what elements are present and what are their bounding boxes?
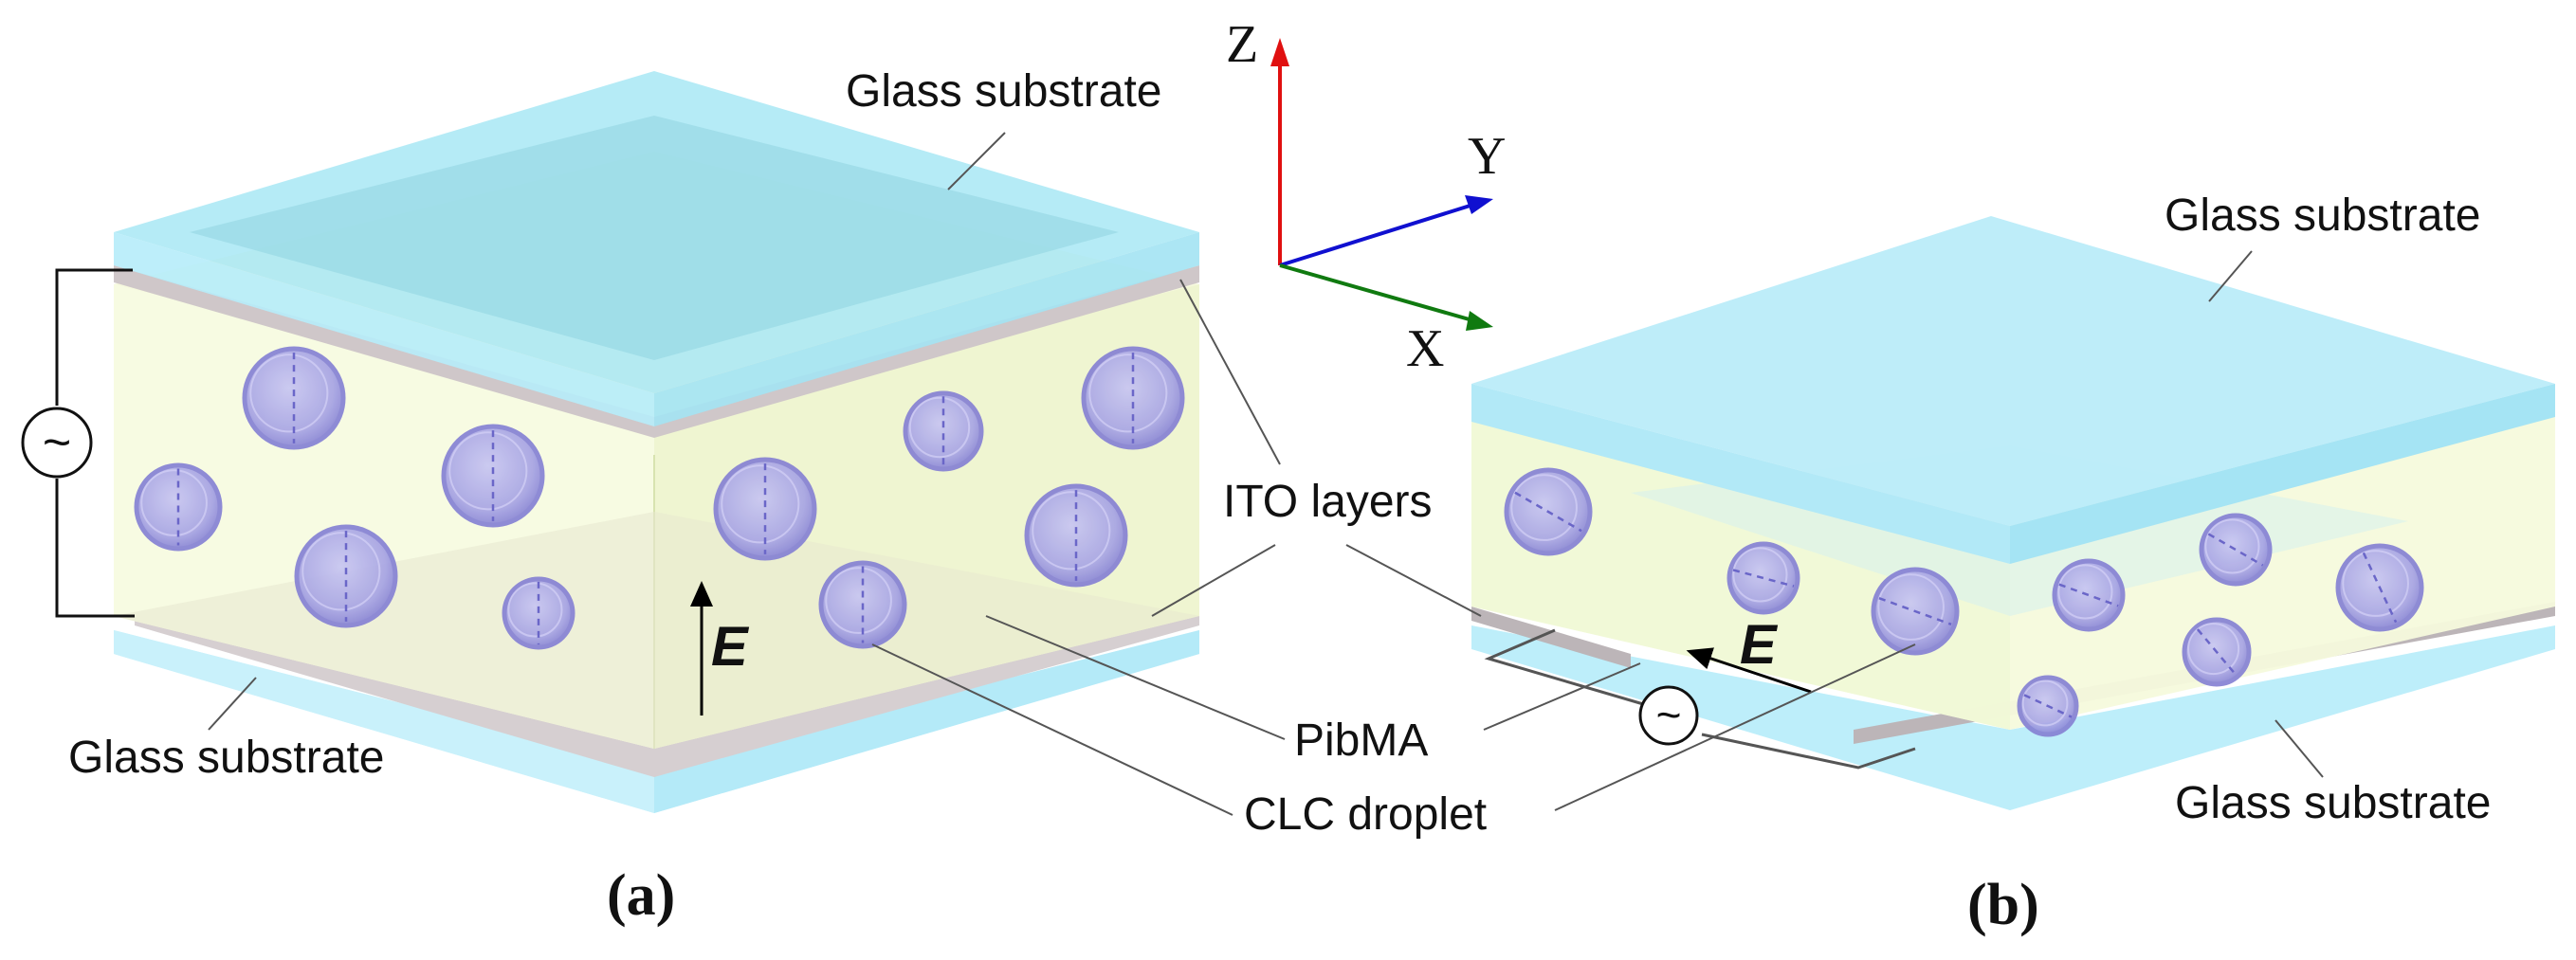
droplet-label: CLC droplet	[1244, 789, 1487, 840]
top-glass-label-a: Glass substrate	[846, 66, 1161, 117]
y-axis	[1279, 201, 1480, 267]
ac-source-symbol-b: ~	[1656, 690, 1682, 739]
droplet-leader-b	[1554, 643, 1916, 811]
droplet-group-b	[1504, 467, 2424, 737]
pibma-leader-b	[1483, 662, 1641, 731]
shared-labels: ITO layers PibMA CLC droplet	[871, 279, 1916, 840]
panel-a: ~ E Glass substrate Glass substrate (a)	[21, 66, 1199, 928]
clc-droplet-b-4	[2052, 558, 2126, 632]
ac-source-b	[1638, 685, 1699, 746]
bottom-glass-leader-a	[208, 677, 257, 731]
field-label-a: E	[711, 616, 750, 678]
clc-droplet-a-3	[441, 424, 545, 528]
droplet-leader-a	[871, 643, 1233, 816]
ito-leader-b	[1345, 544, 1482, 617]
clc-droplet-a-1	[242, 346, 346, 450]
ito-leader-a-top	[1179, 279, 1281, 465]
pibma-label: PibMA	[1294, 715, 1428, 766]
bottom-glass-label-a: Glass substrate	[68, 733, 384, 783]
clc-droplet-b-3	[1871, 567, 1960, 656]
droplet-group-a	[134, 346, 1185, 650]
field-arrow-b: E	[1686, 614, 1812, 694]
panel-b: ~ E Glass substrate Glass substrate (b)	[1471, 190, 2555, 937]
panel-caption-b: (b)	[1967, 873, 2039, 937]
z-axis-label: Z	[1226, 15, 1258, 74]
top-glass-label-b: Glass substrate	[2165, 190, 2480, 241]
clc-droplet-a-2	[134, 462, 223, 552]
field-label-b: E	[1740, 614, 1779, 676]
x-axis-label: X	[1406, 319, 1444, 378]
bottom-glass-substrate-a	[114, 630, 1199, 813]
coordinate-axes: Z Y X	[1226, 15, 1506, 378]
clc-droplet-a-5	[502, 576, 575, 650]
ito-label: ITO layers	[1223, 477, 1433, 527]
clc-droplet-a-9	[1024, 483, 1128, 588]
clc-droplet-b-7	[2182, 617, 2252, 687]
ac-source-symbol-a: ~	[43, 415, 71, 470]
y-axis-label: Y	[1468, 127, 1506, 186]
bottom-glass-leader-b	[2275, 719, 2324, 778]
pibma-leader-a	[985, 615, 1286, 740]
panel-caption-a: (a)	[607, 863, 675, 928]
clc-droplet-a-8	[1081, 346, 1185, 450]
top-glass-substrate-a	[114, 71, 1199, 426]
clc-droplet-a-4	[294, 524, 398, 628]
bottom-ito-left-b	[1471, 607, 1631, 668]
clc-droplet-b-1	[1504, 467, 1593, 556]
top-glass-leader-a	[947, 132, 1006, 190]
voltage-circuit-a: ~	[21, 268, 135, 618]
voltage-circuit-b: ~	[1484, 628, 1916, 770]
ito-leader-a-bottom	[1151, 544, 1276, 617]
clc-droplet-a-6	[713, 457, 817, 561]
top-glass-substrate-b	[1471, 216, 2555, 564]
bottom-glass-label-b: Glass substrate	[2175, 778, 2491, 828]
x-axis	[1279, 263, 1480, 324]
clc-droplet-b-2	[1726, 541, 1800, 615]
bottom-glass-substrate-b	[1471, 625, 2555, 810]
clc-droplet-a-10	[818, 560, 907, 649]
clc-droplet-b-6	[2335, 543, 2424, 632]
field-arrow-a: E	[690, 581, 750, 715]
ac-source-a	[21, 407, 93, 479]
top-glass-leader-b	[2208, 250, 2253, 302]
clc-droplet-b-5	[2199, 513, 2273, 587]
clc-droplet-a-7	[903, 390, 984, 472]
clc-droplet-b-8	[2017, 675, 2079, 737]
